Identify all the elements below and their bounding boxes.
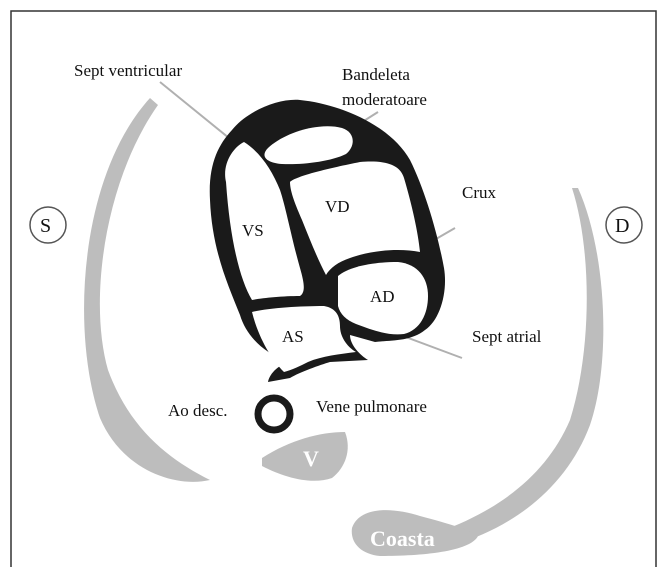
vertebra-label: V — [303, 446, 319, 471]
crux-label: Crux — [462, 183, 497, 202]
vd-label: VD — [325, 197, 350, 216]
left-orientation-label: S — [40, 215, 51, 237]
ao-desc-label: Ao desc. — [168, 401, 227, 420]
as-label: AS — [282, 327, 304, 346]
vs-label: VS — [242, 221, 264, 240]
bandeleta-label-line1: Bandeleta — [342, 65, 410, 84]
ad-label: AD — [370, 287, 395, 306]
vene-pulmonare-label: Vene pulmonare — [316, 397, 427, 416]
descending-aorta — [258, 398, 290, 430]
sept-ventricular-label: Sept ventricular — [74, 61, 182, 80]
rib-label: Coasta — [370, 526, 435, 551]
bandeleta-label-line2: moderatoare — [342, 90, 427, 109]
sept-atrial-label: Sept atrial — [472, 327, 542, 346]
right-orientation-label: D — [615, 215, 629, 237]
